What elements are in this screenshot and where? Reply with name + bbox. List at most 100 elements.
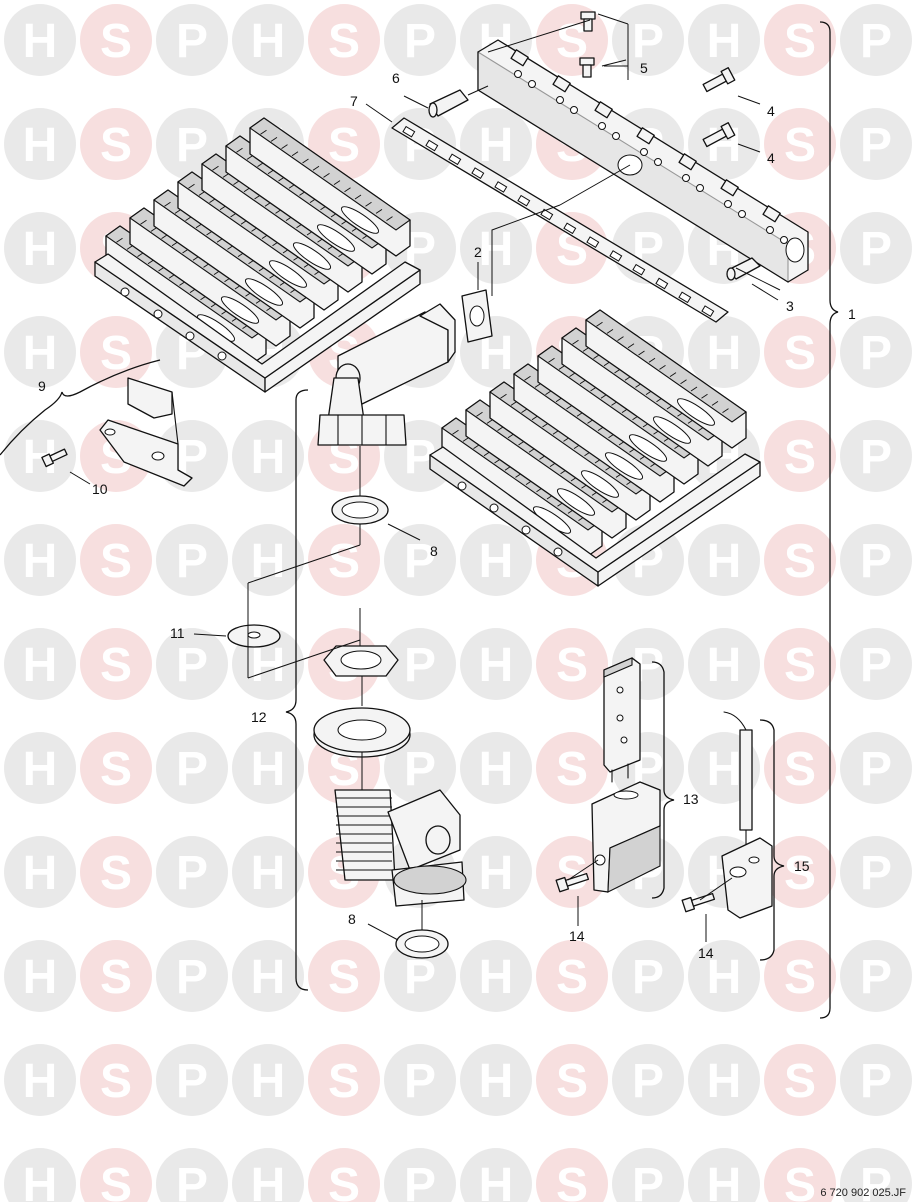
watermark-mark: S: [80, 108, 152, 180]
callout-13: 13: [683, 791, 699, 807]
svg-text:H: H: [23, 15, 58, 68]
watermark-mark: H: [688, 940, 760, 1012]
watermark-mark: H: [460, 1044, 532, 1116]
bracket-12: [285, 389, 309, 991]
svg-text:P: P: [860, 951, 892, 1004]
watermark-mark: P: [156, 628, 228, 700]
watermark-mark: H: [4, 108, 76, 180]
svg-text:S: S: [784, 15, 816, 68]
watermark-mark: H: [4, 628, 76, 700]
strip-hole: [632, 263, 646, 276]
watermark-mark: P: [612, 940, 684, 1012]
watermark-mark: S: [764, 108, 836, 180]
watermark-mark: H: [460, 732, 532, 804]
watermark-mark: P: [384, 1044, 456, 1116]
strip-hole: [701, 305, 715, 317]
bracket-9: [99, 377, 193, 487]
svg-text:H: H: [707, 951, 742, 1004]
svg-text:H: H: [479, 639, 514, 692]
watermark-mark: H: [460, 836, 532, 908]
svg-text:H: H: [479, 223, 514, 276]
svg-text:H: H: [23, 327, 58, 380]
svg-text:H: H: [251, 847, 286, 900]
svg-text:S: S: [100, 327, 132, 380]
svg-text:S: S: [556, 951, 588, 1004]
watermark-mark: P: [840, 420, 912, 492]
watermark-mark: H: [460, 212, 532, 284]
strip-hole: [678, 291, 692, 304]
strip-hole: [402, 125, 416, 138]
svg-text:H: H: [707, 1159, 742, 1202]
rail-hole: [612, 132, 620, 140]
burner-block-left: [94, 117, 421, 394]
rail-tab: [510, 49, 529, 67]
svg-text:P: P: [176, 535, 208, 588]
svg-text:P: P: [860, 535, 892, 588]
watermark-mark: S: [764, 4, 836, 76]
watermark-mark: H: [4, 524, 76, 596]
watermark-mark: P: [612, 1044, 684, 1116]
gasket-2: [461, 289, 493, 343]
strip-hole: [494, 181, 508, 193]
svg-text:H: H: [23, 639, 58, 692]
bracket-9: [0, 359, 161, 456]
svg-text:H: H: [251, 639, 286, 692]
watermark-mark: H: [232, 940, 304, 1012]
watermark-mark: H: [688, 316, 760, 388]
strip-hole: [425, 139, 439, 152]
strip-hole: [655, 277, 669, 290]
rail-tab: [636, 127, 655, 145]
watermark-mark: H: [232, 1148, 304, 1202]
rail-hole: [598, 122, 606, 130]
callout-14a: 14: [569, 928, 585, 944]
watermark-mark: H: [688, 1044, 760, 1116]
rail-tab: [594, 101, 613, 119]
document-reference: 6 720 902 025.JF: [820, 1187, 906, 1199]
rail-hole: [654, 158, 662, 166]
svg-text:S: S: [556, 639, 588, 692]
svg-text:S: S: [556, 1159, 588, 1202]
rail-hole: [780, 236, 788, 244]
watermark-mark: H: [4, 1148, 76, 1202]
svg-text:P: P: [176, 639, 208, 692]
watermark-mark: P: [840, 524, 912, 596]
watermark-mark: P: [840, 836, 912, 908]
svg-text:P: P: [632, 951, 664, 1004]
svg-text:S: S: [100, 1159, 132, 1202]
svg-text:S: S: [784, 431, 816, 484]
watermark-mark: P: [384, 4, 456, 76]
rail-hole: [514, 70, 522, 78]
rail-tab: [678, 153, 697, 171]
svg-text:H: H: [707, 327, 742, 380]
watermark-mark: H: [688, 4, 760, 76]
watermark-mark: S: [536, 836, 608, 908]
watermark-mark: S: [80, 4, 152, 76]
svg-text:S: S: [100, 847, 132, 900]
svg-text:S: S: [100, 119, 132, 172]
callout-leaders: [69, 13, 779, 942]
injector-6: [428, 85, 489, 118]
callout-3: 3: [786, 298, 794, 314]
svg-text:H: H: [479, 743, 514, 796]
watermark-mark: H: [232, 732, 304, 804]
svg-text:H: H: [23, 1159, 58, 1202]
svg-text:H: H: [23, 535, 58, 588]
watermark-mark: S: [308, 1148, 380, 1202]
watermark-mark: S: [536, 4, 608, 76]
svg-text:P: P: [176, 951, 208, 1004]
watermark-mark: P: [156, 1148, 228, 1202]
rail-hole: [738, 210, 746, 218]
watermark-mark: P: [384, 940, 456, 1012]
watermark-mark: P: [384, 1148, 456, 1202]
svg-text:P: P: [860, 327, 892, 380]
svg-text:P: P: [860, 743, 892, 796]
strip-hole: [563, 222, 577, 235]
svg-text:H: H: [479, 951, 514, 1004]
watermark-mark: P: [156, 732, 228, 804]
rail-hole: [556, 96, 564, 104]
callout-1: 1: [848, 306, 856, 322]
watermark-mark: H: [232, 524, 304, 596]
bracket-13: [651, 661, 675, 899]
svg-text:S: S: [784, 1055, 816, 1108]
